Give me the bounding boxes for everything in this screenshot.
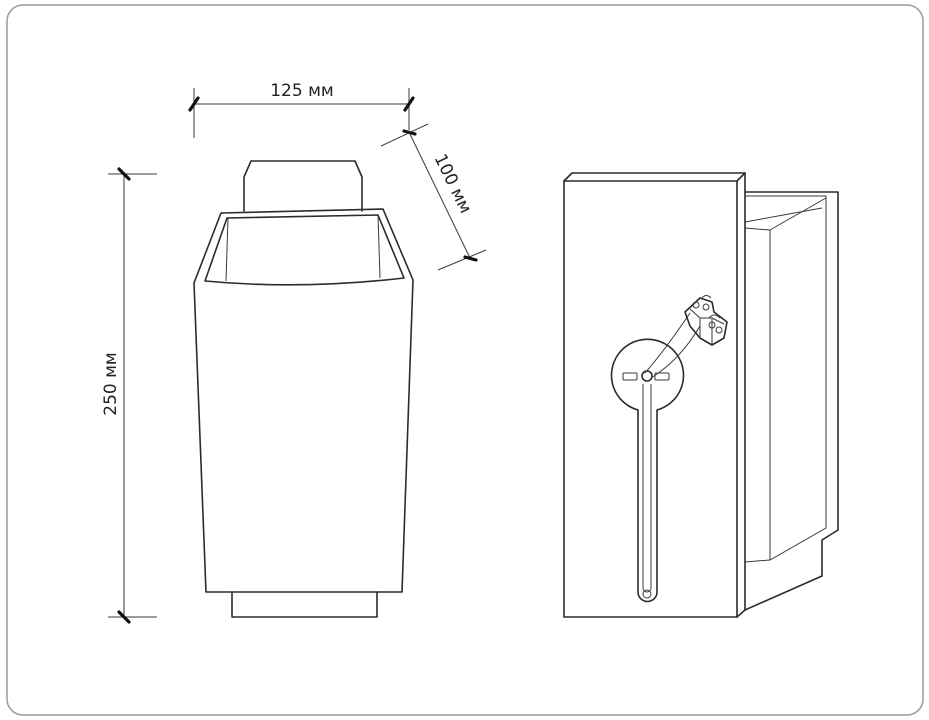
wire-1 xyxy=(644,312,691,374)
slot-left xyxy=(622,372,638,381)
drawing-frame xyxy=(6,4,924,716)
side-view xyxy=(563,172,839,618)
mounting-plate xyxy=(563,172,746,618)
depth-dimension: 100 мм xyxy=(380,123,487,271)
width-dimension-label: 125 мм xyxy=(270,81,334,101)
height-dimension-label: 250 мм xyxy=(101,352,121,416)
keyhole-slot xyxy=(610,338,685,603)
wire-2 xyxy=(650,325,701,379)
mounting-screw xyxy=(641,370,653,382)
front-shade-rim xyxy=(204,214,405,286)
side-shade-body xyxy=(744,191,839,611)
terminal-block xyxy=(684,295,728,346)
slot-right xyxy=(654,372,670,381)
height-dimension: 250 мм xyxy=(101,167,157,624)
front-shade-outline xyxy=(193,208,414,593)
front-top-cap xyxy=(243,160,363,212)
depth-dimension-label: 100 мм xyxy=(430,151,476,217)
front-view xyxy=(193,160,414,618)
width-dimension: 125 мм xyxy=(188,81,415,138)
front-bottom-base xyxy=(231,591,378,618)
